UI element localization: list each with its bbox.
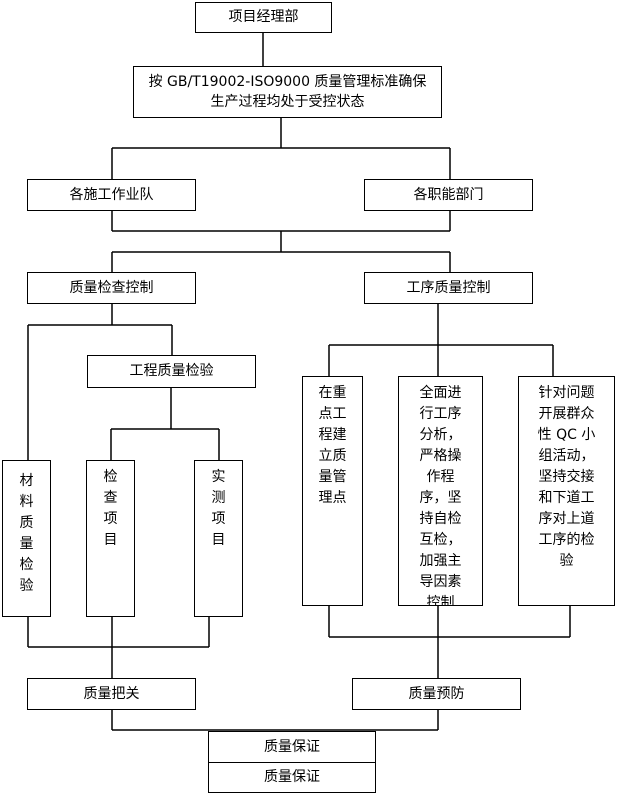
node-pm-dept: 项目经理部	[195, 2, 332, 33]
node-label: 质量检查控制	[69, 279, 154, 296]
node-quality-gate: 质量把关	[27, 678, 196, 710]
node-label: 按 GB/T19002-ISO9000 质量管理标准确保生产过程均处于受控状态	[148, 74, 427, 110]
node-construction-teams: 各施工作业队	[27, 179, 196, 211]
node-label: 质量保证	[264, 739, 320, 755]
node-label: 检查项目	[103, 469, 118, 548]
node-label: 材料质量检验	[19, 473, 34, 594]
node-material-quality-inspection: 材料质量检验	[2, 460, 51, 617]
node-quality-inspection-control: 质量检查控制	[27, 272, 196, 304]
node-label: 各职能部门	[413, 186, 484, 203]
node-label: 各施工作业队	[69, 186, 154, 203]
node-quality-assurance: 质量保证	[208, 731, 376, 764]
node-label: 质量把关	[83, 685, 140, 702]
node-quality-assurance-repeat: 质量保证	[208, 762, 376, 793]
node-quality-prevention: 质量预防	[352, 678, 521, 710]
node-engineering-quality-inspection: 工程质量检验	[87, 355, 256, 388]
node-label: 工序质量控制	[406, 279, 491, 296]
node-label: 质量预防	[408, 685, 465, 702]
node-label: 在重点工程建立质量管理点	[318, 385, 347, 506]
node-key-process-points: 在重点工程建立质量管理点	[302, 376, 363, 606]
node-functional-depts: 各职能部门	[364, 179, 533, 211]
node-label: 质量保证	[264, 769, 320, 785]
node-label: 项目经理部	[228, 9, 299, 25]
node-inspection-items: 检查项目	[86, 460, 135, 617]
node-process-analysis: 全面进行工序分析，严格操作程序，坚持自检互检，加强主导因素控制	[398, 376, 483, 606]
node-process-quality-control: 工序质量控制	[364, 272, 533, 304]
node-qc-activities: 针对问题开展群众性 QC 小组活动，坚持交接和下道工序对上道工序的检验	[518, 376, 615, 606]
node-measurement-items: 实测项目	[194, 460, 243, 617]
node-label: 针对问题开展群众性 QC 小组活动，坚持交接和下道工序对上道工序的检验	[537, 385, 596, 569]
node-label: 工程质量检验	[129, 363, 214, 379]
node-standard: 按 GB/T19002-ISO9000 质量管理标准确保生产过程均处于受控状态	[133, 66, 442, 118]
node-label: 全面进行工序分析，严格操作程序，坚持自检互检，加强主导因素控制	[419, 385, 462, 606]
node-label: 实测项目	[211, 469, 226, 548]
